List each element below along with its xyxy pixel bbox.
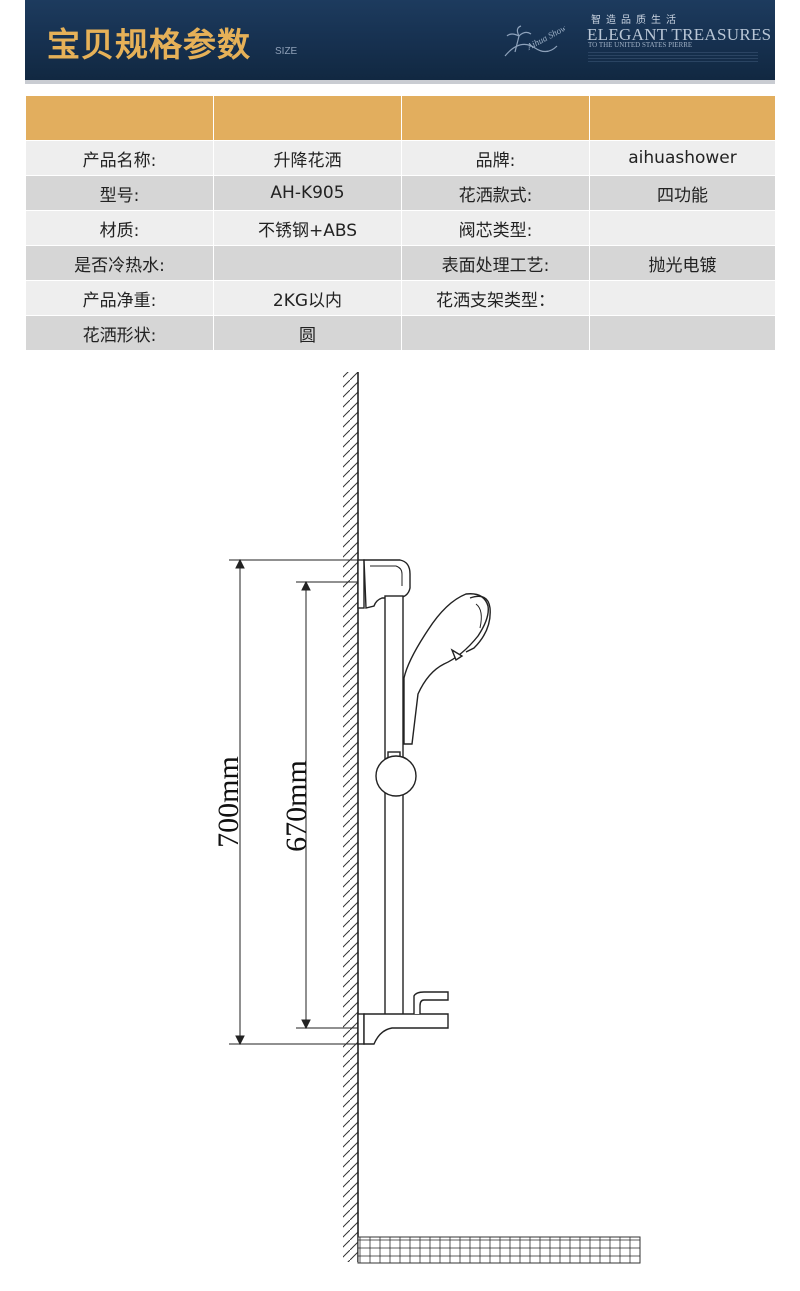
spec-table: 产品名称: 升降花洒 品牌: aihuashower 型号: AH-K905 花… [25, 95, 776, 351]
dimension-700mm [229, 558, 360, 1046]
table-header-row [25, 95, 776, 141]
spec-value: AH-K905 [213, 175, 402, 211]
spec-label: 产品名称: [25, 140, 214, 176]
table-row: 产品净重: 2KG以内 花洒支架类型： [25, 280, 776, 316]
spec-label: 材质: [25, 210, 214, 246]
dimension-670mm [296, 580, 360, 1030]
table-header-cell [401, 95, 590, 141]
shower-head [403, 593, 491, 745]
table-header-cell [25, 95, 214, 141]
spec-label: 是否冷热水: [25, 245, 214, 281]
brand-slogan-cn: 智造品质生活 [591, 15, 681, 26]
spec-value [213, 245, 402, 281]
slide-bar [384, 595, 404, 1017]
brand-logo-icon: Aihua Shower [504, 19, 565, 57]
floor-tiles [357, 1236, 641, 1264]
slider-knob [375, 751, 417, 797]
bottom-bracket [357, 991, 449, 1045]
banner-divider [25, 80, 775, 84]
brand-slogan-en: ELEGANT TREASURES [587, 25, 772, 44]
spec-value [589, 210, 776, 246]
logo-text: Aihua Shower [524, 19, 565, 52]
spec-label: 产品净重: [25, 280, 214, 316]
table-row: 花洒形状: 圆 [25, 315, 776, 351]
dimension-670mm-label: 670mm [280, 760, 313, 852]
spec-label: 花洒支架类型： [401, 280, 590, 316]
spec-value: 不锈钢+ABS [213, 210, 402, 246]
spec-value: 升降花洒 [213, 140, 402, 176]
spec-value: 圆 [213, 315, 402, 351]
brand-fine-lines [588, 52, 758, 64]
size-label: SIZE [275, 46, 298, 57]
wall [343, 372, 359, 1262]
dimension-700mm-label: 700mm [212, 756, 245, 848]
spec-value: aihuashower [589, 140, 776, 176]
spec-label: 品牌: [401, 140, 590, 176]
spec-value [589, 280, 776, 316]
spec-label: 花洒形状: [25, 315, 214, 351]
spec-value: 抛光电镀 [589, 245, 776, 281]
spec-label: 阀芯类型: [401, 210, 590, 246]
table-row: 型号: AH-K905 花洒款式: 四功能 [25, 175, 776, 211]
table-row: 是否冷热水: 表面处理工艺: 抛光电镀 [25, 245, 776, 281]
spec-value: 四功能 [589, 175, 776, 211]
brand-subtitle: TO THE UNITED STATES PIERRE [588, 41, 693, 49]
spec-value: 2KG以内 [213, 280, 402, 316]
spec-label: 花洒款式: [401, 175, 590, 211]
page-title: 宝贝规格参数 [47, 25, 251, 64]
spec-label: 型号: [25, 175, 214, 211]
spec-label [401, 315, 590, 351]
table-header-cell [589, 95, 776, 141]
table-header-cell [213, 95, 402, 141]
spec-label: 表面处理工艺: [401, 245, 590, 281]
table-row: 产品名称: 升降花洒 品牌: aihuashower [25, 140, 776, 176]
spec-value [589, 315, 776, 351]
table-row: 材质: 不锈钢+ABS 阀芯类型: [25, 210, 776, 246]
header-banner: 宝贝规格参数 SIZE Aihua Shower 智造品质生活 ELEGANT … [25, 0, 775, 80]
installation-diagram: 700mm 670mm [212, 372, 641, 1264]
